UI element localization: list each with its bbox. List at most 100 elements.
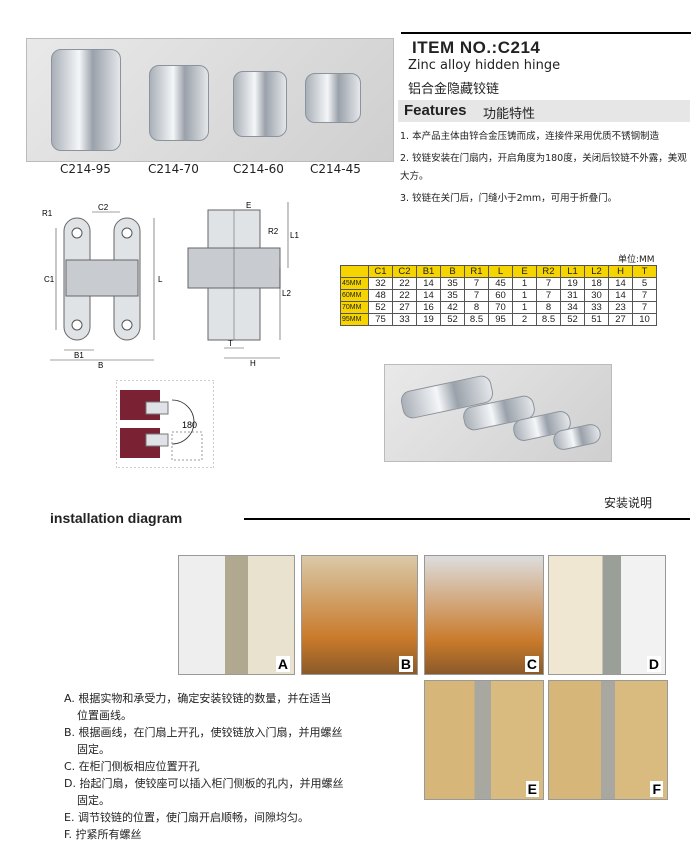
feature-item-2: 2. 铰链安装在门扇内，开启角度为180度，关闭后铰链不外露，美观大方。 [400, 153, 687, 182]
title-top-rule [401, 32, 691, 34]
spec-cell: 33 [392, 313, 417, 326]
technical-drawing-side: E R2 L1 L2 T H [187, 201, 299, 368]
spec-cell: 23 [608, 301, 633, 314]
col-header: L2 [584, 265, 609, 278]
spec-cell: 14 [416, 277, 441, 290]
step-photo-d: D [548, 555, 666, 675]
step-letter-b: B [398, 656, 413, 672]
spec-cell: 7 [632, 301, 657, 314]
dim-e: E [246, 201, 251, 210]
spec-cell: 51 [584, 313, 609, 326]
spec-cell: 5 [632, 277, 657, 290]
spec-cell: 14 [608, 289, 633, 302]
spec-cell: 27 [392, 301, 417, 314]
dim-r2: R2 [268, 227, 279, 236]
spec-cell: 27 [608, 313, 633, 326]
features-bar [398, 100, 690, 122]
spec-cell: 32 [368, 277, 393, 290]
subtitle-cn: 铝合金隐藏铰链 [408, 82, 500, 97]
hinge-60-image [233, 71, 287, 137]
spec-cell: 14 [416, 289, 441, 302]
col-header: L1 [560, 265, 585, 278]
spec-header-row: C1 C2 B1 B R1 L E R2 L1 L2 H T [340, 265, 657, 278]
hinge-70-image [149, 65, 209, 141]
spec-cell: 7 [464, 289, 489, 302]
step-d-cont: 固定。 [77, 794, 110, 807]
dim-b1: B1 [74, 351, 84, 360]
unit-label: 单位:MM [618, 255, 655, 265]
col-header: C1 [368, 265, 393, 278]
dim-l1: L1 [290, 231, 299, 240]
feature-item-1: 1. 本产品主体由锌合金压铸而成，连接件采用优质不锈钢制造 [400, 131, 660, 142]
subtitle-en: Zinc alloy hidden hinge [408, 58, 561, 73]
hinge-45-image [305, 73, 361, 123]
spec-cell: 10 [632, 313, 657, 326]
step-letter-a: A [275, 656, 290, 672]
step-d-text: D. 抬起门扇，使铰座可以插入柜门侧板的孔内，并用螺丝 [64, 777, 344, 790]
spec-cell: 8.5 [464, 313, 489, 326]
installation-rule [244, 518, 690, 520]
step-letter-f: F [650, 781, 663, 797]
spec-cell: 8 [464, 301, 489, 314]
col-header: R2 [536, 265, 561, 278]
spec-cell: 52 [440, 313, 465, 326]
col-header: B [440, 265, 465, 278]
dim-c1: C1 [44, 275, 55, 284]
features-list: 1. 本产品主体由锌合金压铸而成，连接件采用优质不锈钢制造 2. 铰链安装在门扇… [400, 128, 690, 212]
spec-cell: 95 [488, 313, 513, 326]
feature-item-3: 3. 铰链在关门后，门缝小于2mm，可用于折叠门。 [400, 193, 618, 204]
spec-cell: 52 [368, 301, 393, 314]
dim-l: L [158, 275, 163, 284]
spec-cell: 1 [512, 277, 537, 290]
col-header: T [632, 265, 657, 278]
dim-b: B [98, 361, 103, 370]
spec-cell: 35 [440, 277, 465, 290]
spec-cell: 1 [512, 301, 537, 314]
angle-label: 180 [182, 420, 197, 430]
step-c-text: C. 在柜门侧板相应位置开孔 [64, 760, 200, 773]
features-title-cn: 功能特性 [483, 107, 536, 122]
spec-row-label: 60MM [340, 289, 369, 302]
step-letter-c: C [524, 656, 539, 672]
product-label-70: C214-70 [148, 162, 199, 176]
dim-t: T [228, 339, 233, 348]
spec-cell: 19 [416, 313, 441, 326]
spec-row-label: 45MM [340, 277, 369, 290]
spec-row-label: 95MM [340, 313, 369, 326]
col-header: H [608, 265, 633, 278]
opening-angle-diagram: 180 [116, 380, 214, 468]
features-title: Features [404, 102, 467, 119]
step-photo-e: E [424, 680, 544, 800]
step-photo-b: B [301, 555, 418, 675]
dim-c2: C2 [98, 203, 109, 212]
spec-cell: 14 [608, 277, 633, 290]
spec-cell: 7 [536, 289, 561, 302]
product-label-45: C214-45 [310, 162, 361, 176]
spec-cell: 60 [488, 289, 513, 302]
spec-cell: 30 [584, 289, 609, 302]
hinge-lineup-photo [384, 364, 612, 462]
step-a-text: A. 根据实物和承受力，确定安装铰链的数量，并在适当 [64, 692, 332, 705]
spec-cell: 19 [560, 277, 585, 290]
col-header: C2 [392, 265, 417, 278]
dim-h: H [250, 359, 256, 368]
spec-cell: 33 [584, 301, 609, 314]
col-header: R1 [464, 265, 489, 278]
spec-cell: 22 [392, 289, 417, 302]
spec-cell: 22 [392, 277, 417, 290]
spec-cell: 70 [488, 301, 513, 314]
spec-cell: 8.5 [536, 313, 561, 326]
spec-cell: 45 [488, 277, 513, 290]
step-photo-c: C [424, 555, 544, 675]
hinge-95-image [51, 49, 121, 151]
spec-cell: 18 [584, 277, 609, 290]
technical-drawing-front: R1 C2 C1 L B1 B [42, 203, 163, 370]
spec-cell: 1 [512, 289, 537, 302]
product-label-95: C214-95 [60, 162, 111, 176]
item-number: ITEM NO.:C214 [412, 38, 541, 57]
product-photo [26, 38, 394, 162]
col-header: L [488, 265, 513, 278]
